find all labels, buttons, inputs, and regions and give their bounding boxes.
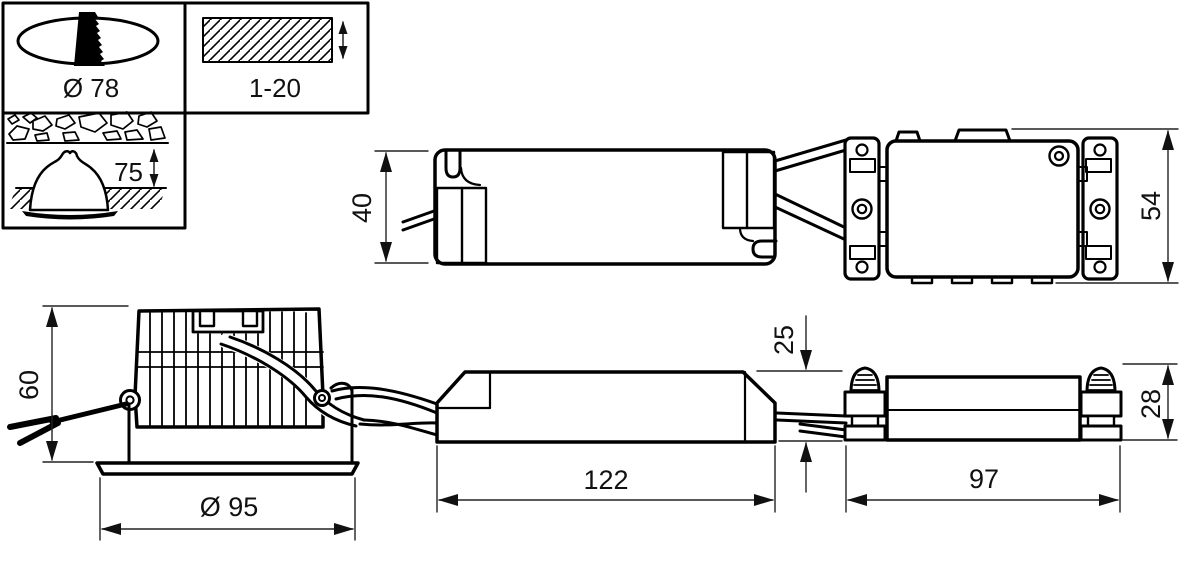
terminal-block [721,150,776,230]
mains-wire [401,217,436,232]
driver-top-view: 40 [347,148,778,266]
dimension-54 [1011,128,1179,284]
driver-width-label: 40 [347,193,377,223]
cable-halo [218,333,368,432]
mounting-bracket [1081,136,1119,281]
dimension-60 [42,305,129,463]
fixture-wire [362,418,439,437]
output-wire [798,422,848,432]
driver-length-label: 122 [583,465,628,495]
mains-wire [401,209,436,224]
output-wire [798,429,848,439]
driver-side-view: 122 25 [435,315,848,513]
fixture-wire [334,393,439,415]
output-wire [775,411,848,418]
spec-table: Ø 78 1-20 [1,1,370,230]
screw-icon [1089,198,1111,220]
spring-eyelet [313,389,331,407]
fixture-wire [330,385,439,406]
strain-relief-notch [444,149,462,179]
table-cell-border [1,111,187,230]
rubble-icon [7,111,166,142]
connection-box-top-view: 54 [843,128,1179,285]
spring-clip-arm [49,401,129,425]
dimension-28 [1122,363,1178,441]
dimension-122 [436,445,776,513]
cable-gland [843,366,887,442]
insulation-clearance-icon: 75 [6,111,169,220]
screw-icon [1048,145,1070,167]
connection-box-length-label: 97 [969,464,999,494]
connection-box-side-view: 28 97 [843,363,1178,513]
screw-icon [851,198,873,220]
ceiling-slab-hatch [202,17,333,63]
bracket-details [849,143,1112,274]
mounting-bracket [843,136,881,281]
cutout-diameter-label: Ø 78 [63,73,119,103]
hole-saw-icon [74,12,105,66]
output-wire [775,418,848,425]
driver-connection-cables [773,138,848,242]
dimension-25 [756,315,843,493]
through-wiring-cable [228,335,366,422]
ceiling-thickness-label: 1-20 [249,73,301,103]
connection-box-width-label: 54 [1136,191,1166,221]
fixture-height-label: 60 [14,370,44,400]
connection-box-body-side [885,375,1082,442]
driver-body-outline [435,370,777,444]
dimension-95 [99,477,356,541]
trim-arc [22,211,118,220]
through-wiring-cable [219,342,358,428]
dimension-97 [845,445,1121,513]
driver-height-label: 25 [769,325,799,355]
cutout-icon: Ø 78 [16,12,160,103]
recessed-housing-icon [28,150,110,212]
cable-gland [1079,366,1123,442]
connection-box-height-label: 28 [1136,389,1166,419]
trim-flange [95,461,360,476]
strain-relief-notch [751,239,778,259]
connection-box-body [885,139,1080,279]
flange-diameter-label: Ø 95 [200,492,259,522]
downlight-side-view: 60 Ø 95 [7,305,439,541]
dimension-40 [374,150,429,264]
ceiling-thickness-icon: 1-20 [202,17,348,103]
recess-depth-label: 75 [114,157,143,187]
